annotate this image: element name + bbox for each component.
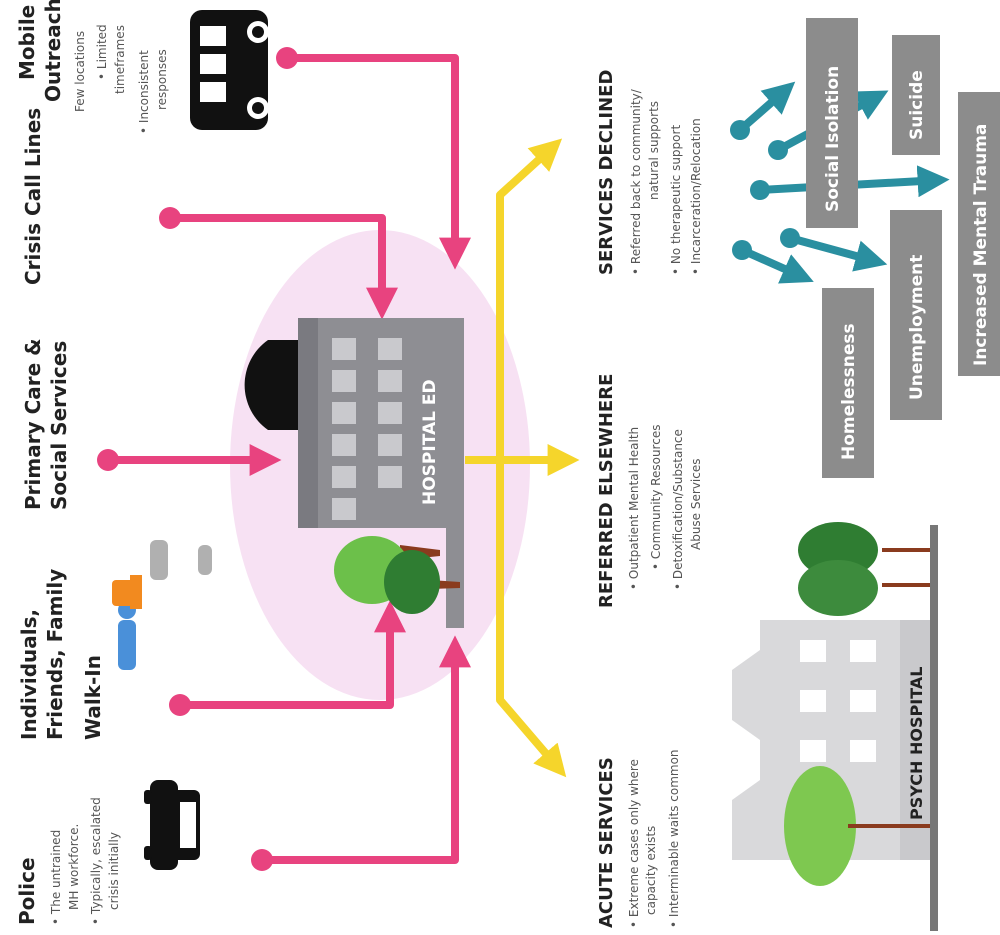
crisis-lines-title: Crisis Call Lines bbox=[21, 108, 45, 285]
source-primary-care: Primary Care & Social Services bbox=[21, 338, 71, 510]
mobile-bullet-1: • Limited bbox=[95, 24, 109, 80]
declined-title: SERVICES DECLINED bbox=[596, 70, 617, 275]
suicide-label: Suicide bbox=[907, 70, 927, 140]
police-bullet-1b: MH workforce. bbox=[67, 824, 81, 910]
people-icon bbox=[112, 540, 212, 670]
trauma-label: Increased Mental Trauma bbox=[971, 124, 991, 366]
police-title: Police bbox=[15, 857, 39, 925]
source-crisis-lines: Crisis Call Lines bbox=[21, 108, 45, 285]
bus-icon bbox=[190, 10, 269, 130]
outcome-declined: SERVICES DECLINED • Referred back to com… bbox=[596, 70, 703, 275]
psych-hospital-illustration: PSYCH HOSPITAL bbox=[732, 522, 938, 935]
pink-arrows bbox=[97, 47, 471, 871]
referred-line-2: • Community Resources bbox=[649, 425, 663, 570]
arrow-to-declined bbox=[496, 138, 563, 460]
source-individuals: Individuals, Friends, Family Walk-In bbox=[17, 569, 105, 740]
acute-line-2: capacity exists bbox=[644, 826, 658, 915]
declined-line-1: • Referred back to community/ bbox=[629, 88, 643, 275]
acute-title: ACUTE SERVICES bbox=[596, 757, 617, 928]
mobile-sub1: Few locations bbox=[73, 31, 87, 112]
arrow-individuals bbox=[180, 600, 406, 709]
declined-line-3: • No therapeutic support bbox=[669, 125, 683, 275]
referred-line-4: Abuse Services bbox=[689, 459, 703, 550]
mobile-line1: Mobile bbox=[15, 5, 39, 80]
referred-title: REFERRED ELSEWHERE bbox=[596, 374, 617, 608]
consequence-unemployment: Unemployment bbox=[890, 210, 942, 420]
declined-line-2: natural supports bbox=[647, 101, 661, 200]
homelessness-label: Homelessness bbox=[839, 323, 859, 460]
acute-line-1: • Extreme cases only where bbox=[627, 759, 641, 928]
source-police: Police • The untrained MH workforce. • T… bbox=[15, 797, 121, 925]
hospital-ed-label: HOSPITAL ED bbox=[420, 379, 440, 505]
individuals-line2: Friends, Family bbox=[43, 569, 67, 740]
police-bullet-1: • The untrained bbox=[49, 830, 63, 925]
arrow-crisis-lines bbox=[170, 214, 398, 320]
mobile-line2: Outreach bbox=[41, 0, 65, 102]
individuals-line3: Walk-In bbox=[81, 655, 105, 740]
mobile-bullet-2: • Inconsistent bbox=[137, 50, 151, 134]
outcome-acute: ACUTE SERVICES • Extreme cases only wher… bbox=[596, 749, 681, 928]
consequence-isolation: Social Isolation bbox=[806, 18, 858, 228]
consequence-homelessness: Homelessness bbox=[822, 288, 874, 478]
arrow-to-acute bbox=[496, 460, 567, 778]
psych-hospital-label: PSYCH HOSPITAL bbox=[907, 667, 926, 820]
hospital-icon: HOSPITAL ED bbox=[244, 318, 464, 628]
acute-line-3: • Interminable waits common bbox=[667, 749, 681, 928]
arrow-mobile bbox=[287, 54, 471, 270]
declined-line-4: • Incarceration/Relocation bbox=[689, 118, 703, 275]
yellow-arrows bbox=[465, 138, 580, 778]
isolation-label: Social Isolation bbox=[823, 66, 843, 212]
consequence-suicide: Suicide bbox=[892, 35, 940, 155]
police-bullet-2: • Typically, escalated bbox=[89, 797, 103, 925]
tree-icon bbox=[784, 766, 856, 886]
arrow-police bbox=[262, 635, 471, 864]
source-mobile-outreach: Mobile Outreach Few locations • Limited … bbox=[15, 0, 169, 134]
mobile-bullet-2b: responses bbox=[155, 49, 169, 110]
car-icon bbox=[144, 780, 200, 870]
police-bullet-2b: crisis initially bbox=[107, 832, 121, 910]
unemployment-label: Unemployment bbox=[907, 255, 927, 400]
outcome-referred: REFERRED ELSEWHERE • Outpatient Mental H… bbox=[596, 374, 703, 608]
referred-line-1: • Outpatient Mental Health bbox=[627, 427, 641, 590]
consequence-trauma: Increased Mental Trauma bbox=[958, 92, 1000, 376]
primary-care-line2: Social Services bbox=[47, 341, 71, 510]
individuals-line1: Individuals, bbox=[17, 609, 41, 740]
primary-care-line1: Primary Care & bbox=[21, 338, 45, 510]
referred-line-3: • Detoxification/Substance bbox=[671, 429, 685, 590]
mobile-bullet-1b: timeframes bbox=[113, 25, 127, 94]
